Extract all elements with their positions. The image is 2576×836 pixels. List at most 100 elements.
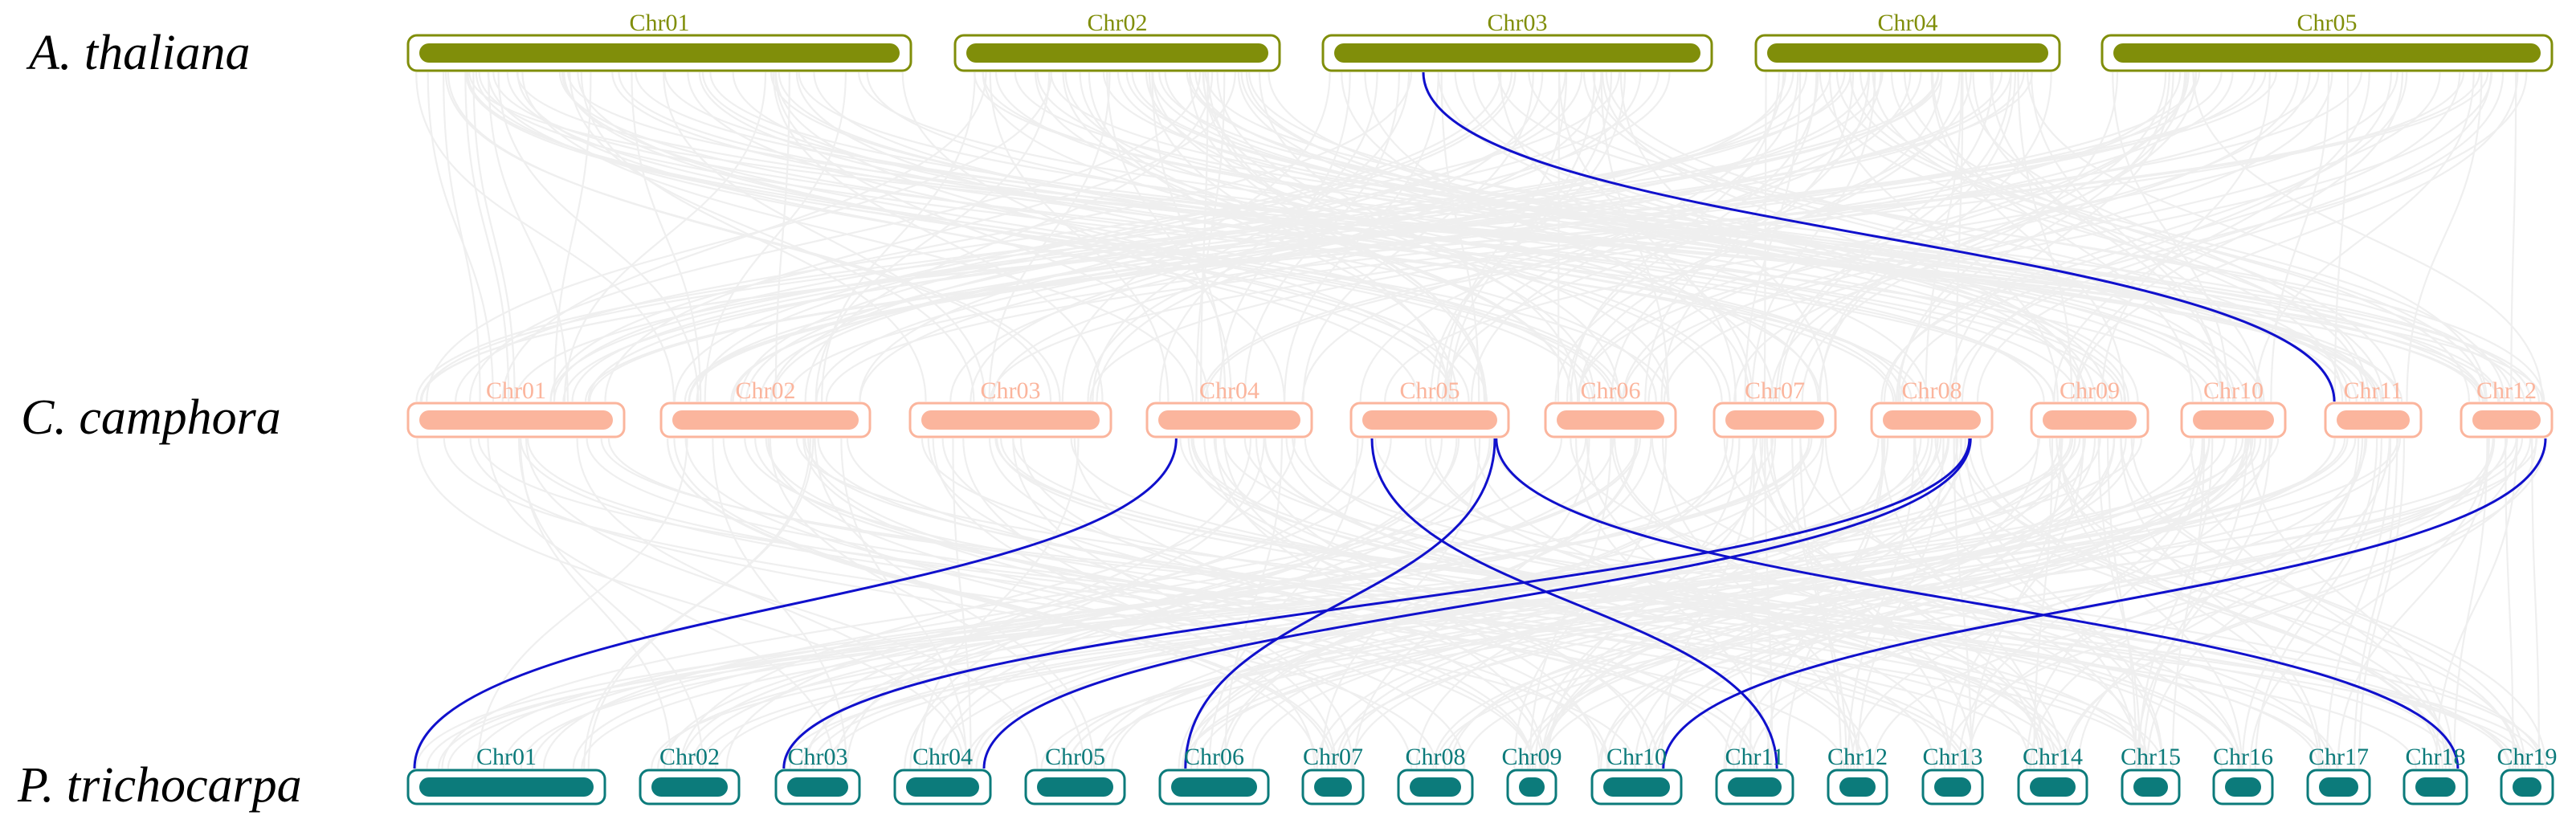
background-link xyxy=(989,71,1170,402)
chromosome-cc-chr03[interactable]: Chr03 xyxy=(908,377,1112,438)
chromosome-label: Chr04 xyxy=(912,744,973,770)
chromosome-pt-chr03[interactable]: Chr03 xyxy=(774,744,861,805)
chromosome-pt-chr02[interactable]: Chr02 xyxy=(639,744,741,805)
background-link xyxy=(1601,71,2087,402)
background-link xyxy=(663,438,1639,769)
background-link xyxy=(2270,71,2330,402)
highlight-link-3[interactable] xyxy=(1370,438,1778,769)
chromosome-cc-chr05[interactable]: Chr05 xyxy=(1349,377,1510,438)
chromosome-cc-chr12[interactable]: Chr12 xyxy=(2460,377,2554,438)
chromosome-pt-chr07[interactable]: Chr07 xyxy=(1301,744,1365,805)
chromosome-at-chr04[interactable]: Chr04 xyxy=(1754,10,2061,72)
background-link xyxy=(795,71,1657,402)
background-link xyxy=(1943,438,2546,769)
background-link xyxy=(1645,438,2211,769)
chromosome-label: Chr11 xyxy=(1725,744,1785,770)
chromosome-label: Chr09 xyxy=(1502,744,1562,770)
chromosome-pt-chr15[interactable]: Chr15 xyxy=(2121,744,2181,805)
background-link xyxy=(1750,71,1876,402)
background-link xyxy=(1106,71,1233,402)
chromosome-pt-chr09[interactable]: Chr09 xyxy=(1502,744,1562,805)
chromosome-pt-chr13[interactable]: Chr13 xyxy=(1921,744,1984,805)
background-link xyxy=(952,438,972,769)
highlight-link-7[interactable] xyxy=(982,438,1972,769)
background-link xyxy=(1534,438,1764,769)
chromosome-pt-chr16[interactable]: Chr16 xyxy=(2212,744,2274,805)
chromosome-pt-chr17[interactable]: Chr17 xyxy=(2306,744,2371,805)
chromosome-body xyxy=(1171,777,1257,797)
chromosome-body xyxy=(651,777,728,797)
highlight-link-2[interactable] xyxy=(413,438,1178,769)
chromosome-pt-chr06[interactable]: Chr06 xyxy=(1158,744,1270,805)
background-link xyxy=(769,438,1085,769)
chromosome-label: Chr01 xyxy=(630,10,690,36)
chromosome-body xyxy=(1934,777,1971,797)
background-link xyxy=(1185,438,1729,769)
chromosome-pt-chr14[interactable]: Chr14 xyxy=(2017,744,2088,805)
chromosome-at-chr01[interactable]: Chr01 xyxy=(406,10,912,72)
background-link xyxy=(651,438,2346,769)
background-link xyxy=(2059,438,2243,769)
chromosome-pt-chr11[interactable]: Chr11 xyxy=(1715,744,1794,805)
background-link xyxy=(497,71,700,402)
background-link xyxy=(1436,71,1613,402)
chromosome-body xyxy=(2337,410,2410,430)
background-link xyxy=(549,71,1413,402)
chromosome-pt-chr12[interactable]: Chr12 xyxy=(1827,744,1888,805)
background-link xyxy=(1872,71,2344,402)
background-link xyxy=(1651,438,2243,769)
chromosome-cc-chr07[interactable]: Chr07 xyxy=(1713,377,1837,438)
chromosome-pt-chr08[interactable]: Chr08 xyxy=(1397,744,1474,805)
chromosome-label: Chr02 xyxy=(659,744,720,770)
chromosome-at-chr02[interactable]: Chr02 xyxy=(953,10,1281,72)
background-link xyxy=(1190,438,1734,769)
chromosome-body xyxy=(1158,410,1300,430)
chromosome-body xyxy=(2513,777,2541,797)
background-link xyxy=(1125,71,2377,402)
background-link xyxy=(2241,438,2378,769)
background-link xyxy=(2106,438,2137,769)
chromosome-at-chr03[interactable]: Chr03 xyxy=(1321,10,1713,72)
highlight-link-6[interactable] xyxy=(782,438,1971,769)
background-link xyxy=(712,438,847,769)
chromosome-body xyxy=(1557,410,1664,430)
highlight-link-8[interactable] xyxy=(1662,438,2547,769)
chromosome-cc-chr01[interactable]: Chr01 xyxy=(406,377,626,438)
chromosome-cc-chr06[interactable]: Chr06 xyxy=(1544,377,1677,438)
background-link xyxy=(1660,438,1755,769)
chromosome-label: Chr03 xyxy=(788,744,848,770)
background-link xyxy=(821,71,976,402)
chromosome-pt-chr05[interactable]: Chr05 xyxy=(1024,744,1126,805)
chromosome-pt-chr01[interactable]: Chr01 xyxy=(406,744,606,805)
chromosome-cc-chr11[interactable]: Chr11 xyxy=(2324,377,2423,438)
chromosome-label: Chr06 xyxy=(1184,744,1244,770)
chromosome-pt-chr04[interactable]: Chr04 xyxy=(893,744,992,805)
chromosome-cc-chr04[interactable]: Chr04 xyxy=(1145,377,1313,438)
chromosome-label: Chr07 xyxy=(1745,377,1805,404)
background-link xyxy=(1752,438,2064,769)
background-link xyxy=(1449,71,1596,402)
chromosome-pt-chr10[interactable]: Chr10 xyxy=(1590,744,1683,805)
chromosome-pt-chr19[interactable]: Chr19 xyxy=(2497,744,2558,805)
chromosome-pt-chr18[interactable]: Chr18 xyxy=(2402,744,2468,805)
highlight-link-1[interactable] xyxy=(1422,71,2336,402)
background-link xyxy=(1073,438,1545,769)
highlight-link-5[interactable] xyxy=(1495,438,2460,769)
background-link xyxy=(1092,71,1410,402)
background-link xyxy=(798,71,2384,402)
chromosome-body xyxy=(906,777,979,797)
chromosome-cc-chr02[interactable]: Chr02 xyxy=(659,377,872,438)
background-link xyxy=(443,438,1636,769)
chromosome-cc-chr09[interactable]: Chr09 xyxy=(2030,377,2149,438)
chromosome-label: Chr10 xyxy=(2203,377,2264,404)
chromosome-cc-chr10[interactable]: Chr10 xyxy=(2180,377,2287,438)
background-link xyxy=(1219,438,1637,769)
highlighted-synteny-links xyxy=(413,71,2547,769)
chromosome-cc-chr08[interactable]: Chr08 xyxy=(1870,377,1994,438)
background-link xyxy=(784,438,2517,769)
background-link xyxy=(1890,71,2367,402)
chromosome-at-chr05[interactable]: Chr05 xyxy=(2100,10,2554,72)
chromosome-body xyxy=(1883,410,1981,430)
highlight-link-4[interactable] xyxy=(1184,438,1496,769)
chromosome-body xyxy=(419,43,900,63)
